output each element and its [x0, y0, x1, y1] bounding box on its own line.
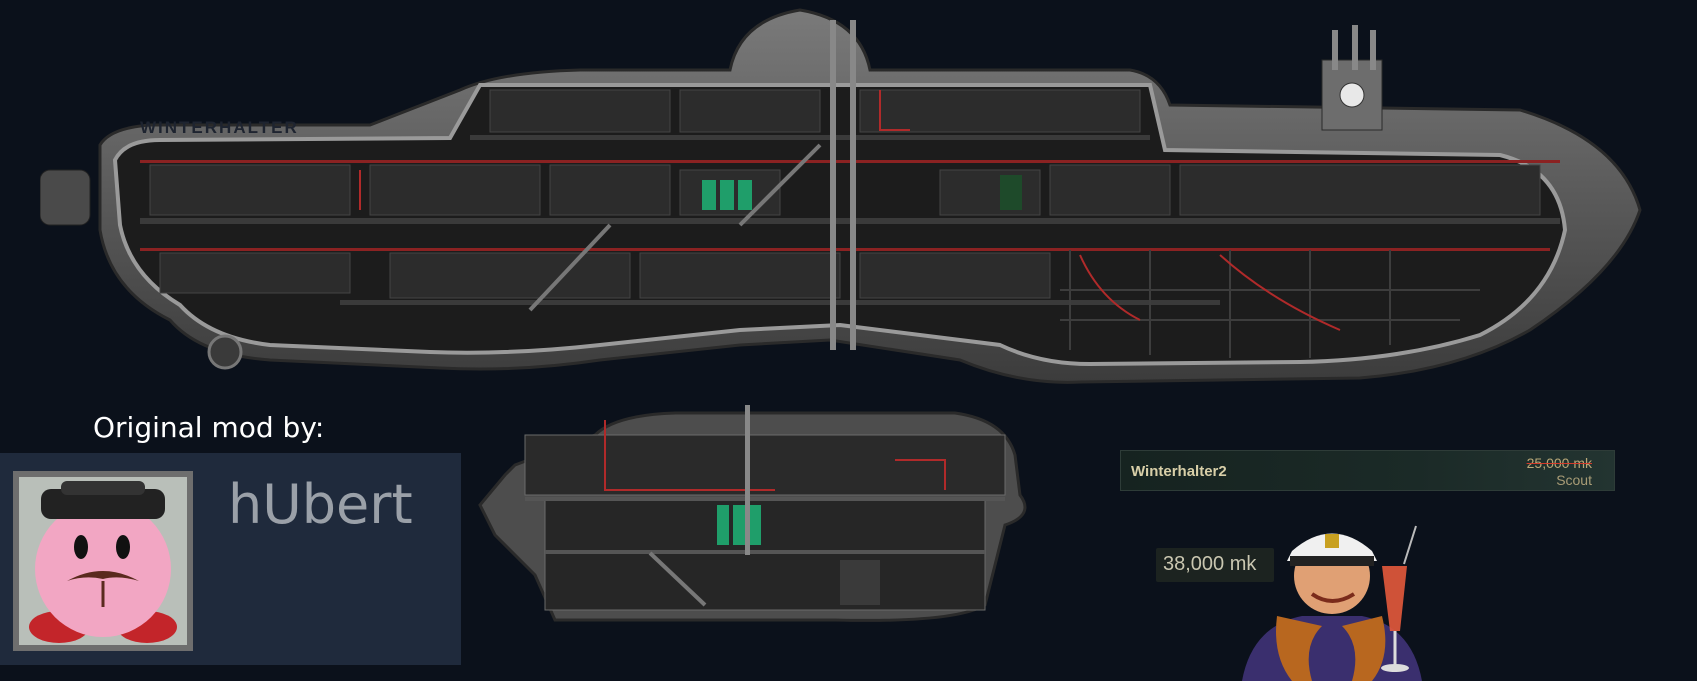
listing-name: Winterhalter2: [1131, 463, 1227, 480]
merchant-portrait: [1242, 525, 1422, 681]
price-badge: 38,000 mk: [1156, 548, 1274, 582]
listing-class: Scout: [1556, 472, 1592, 488]
submarine-main-view: WINTERHALTER: [40, 8, 1642, 384]
credit-heading: Original mod by:: [93, 411, 325, 444]
deck-turret: [1321, 25, 1383, 131]
hull-name: WINTERHALTER: [140, 118, 299, 137]
price-value: 38,000 mk: [1163, 553, 1257, 575]
author-name: hUbert: [228, 473, 413, 536]
author-avatar: [13, 471, 193, 651]
submarine-preview: [478, 405, 1027, 622]
listing-old-price: 25,000 mk: [1526, 455, 1592, 471]
avatar-image: [19, 477, 187, 645]
submarine-listing[interactable]: Winterhalter2 25,000 mk Scout: [1120, 450, 1615, 491]
